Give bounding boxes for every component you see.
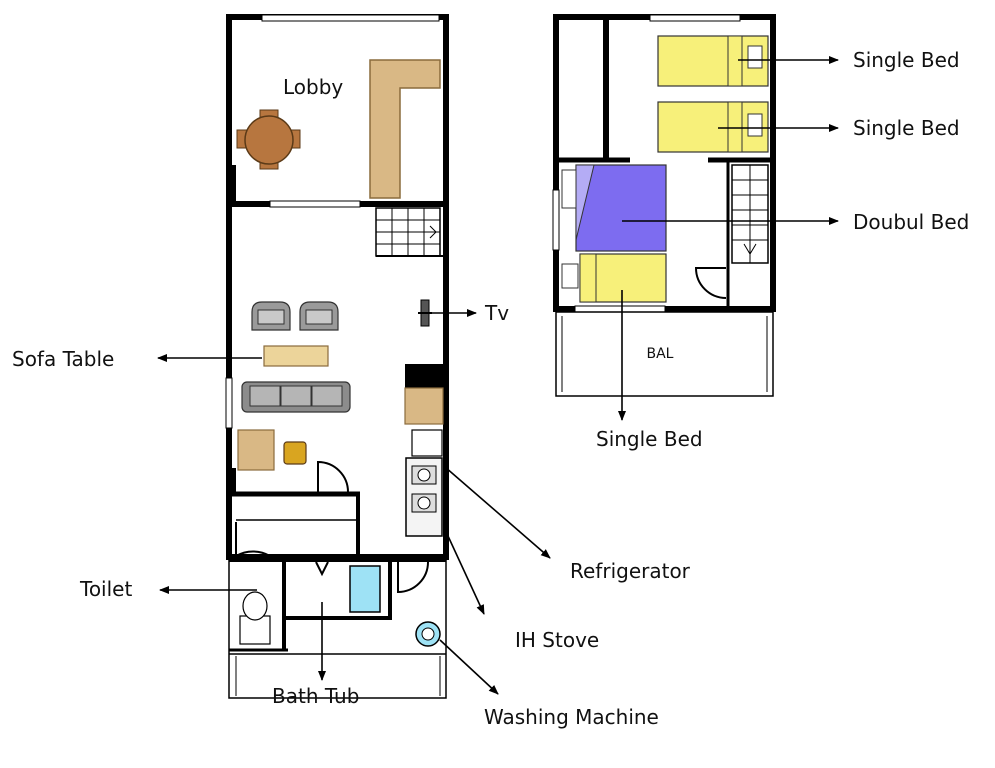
tv (418, 299, 432, 327)
round-table (236, 109, 301, 170)
armchair (299, 301, 339, 331)
bathtub (349, 565, 381, 613)
sofa-table (263, 345, 329, 367)
ih-stove-pointer (447, 535, 485, 615)
wall-post (229, 468, 236, 494)
single-bed-1 (657, 35, 769, 87)
refrigerator (411, 429, 443, 457)
door (397, 561, 429, 594)
window (552, 189, 560, 251)
desk (237, 429, 275, 471)
fridge-block (405, 364, 443, 388)
window (225, 377, 233, 429)
toilet (239, 591, 271, 645)
single-bed-3-label: Single Bed (596, 427, 703, 451)
upper-floor: BAL (552, 14, 776, 397)
washing-machine (415, 621, 441, 647)
refrigerator-pointer (444, 466, 551, 559)
lobby-counter (369, 59, 441, 199)
window (574, 305, 666, 313)
armchair (251, 301, 291, 331)
single-bed-2-label: Single Bed (853, 116, 960, 140)
door (694, 267, 727, 299)
sofa (241, 381, 351, 413)
ih-stove-label: IH Stove (515, 628, 599, 652)
stairs (731, 164, 769, 264)
ground-floor (225, 14, 449, 699)
sofa-table-label: Sofa Table (12, 347, 114, 371)
window (261, 14, 440, 22)
single-bed-1-label: Single Bed (853, 48, 960, 72)
tv-label: Tv (484, 301, 509, 325)
window (649, 14, 741, 22)
chair (283, 441, 307, 465)
door (235, 522, 271, 558)
double-bed (561, 164, 667, 252)
window (269, 200, 361, 208)
veranda (228, 556, 447, 699)
wall-post (229, 165, 236, 205)
double-bed-label: Doubul Bed (853, 210, 969, 234)
lobby-label: Lobby (283, 75, 343, 99)
stairs (375, 207, 441, 257)
ih-stove (405, 457, 443, 537)
balcony (555, 311, 774, 397)
bath-tub-label: Bath Tub (272, 684, 359, 708)
door (317, 460, 349, 493)
door-mark (315, 561, 329, 577)
single-bed-3 (561, 253, 667, 303)
washing-machine-label: Washing Machine (484, 705, 659, 729)
balcony-label: BAL (647, 346, 674, 362)
washing-machine-pointer (439, 639, 499, 695)
refrigerator-label: Refrigerator (570, 559, 691, 583)
toilet-label: Toilet (79, 577, 132, 601)
single-bed-2 (657, 101, 769, 153)
kitchen-shelf (404, 387, 444, 425)
